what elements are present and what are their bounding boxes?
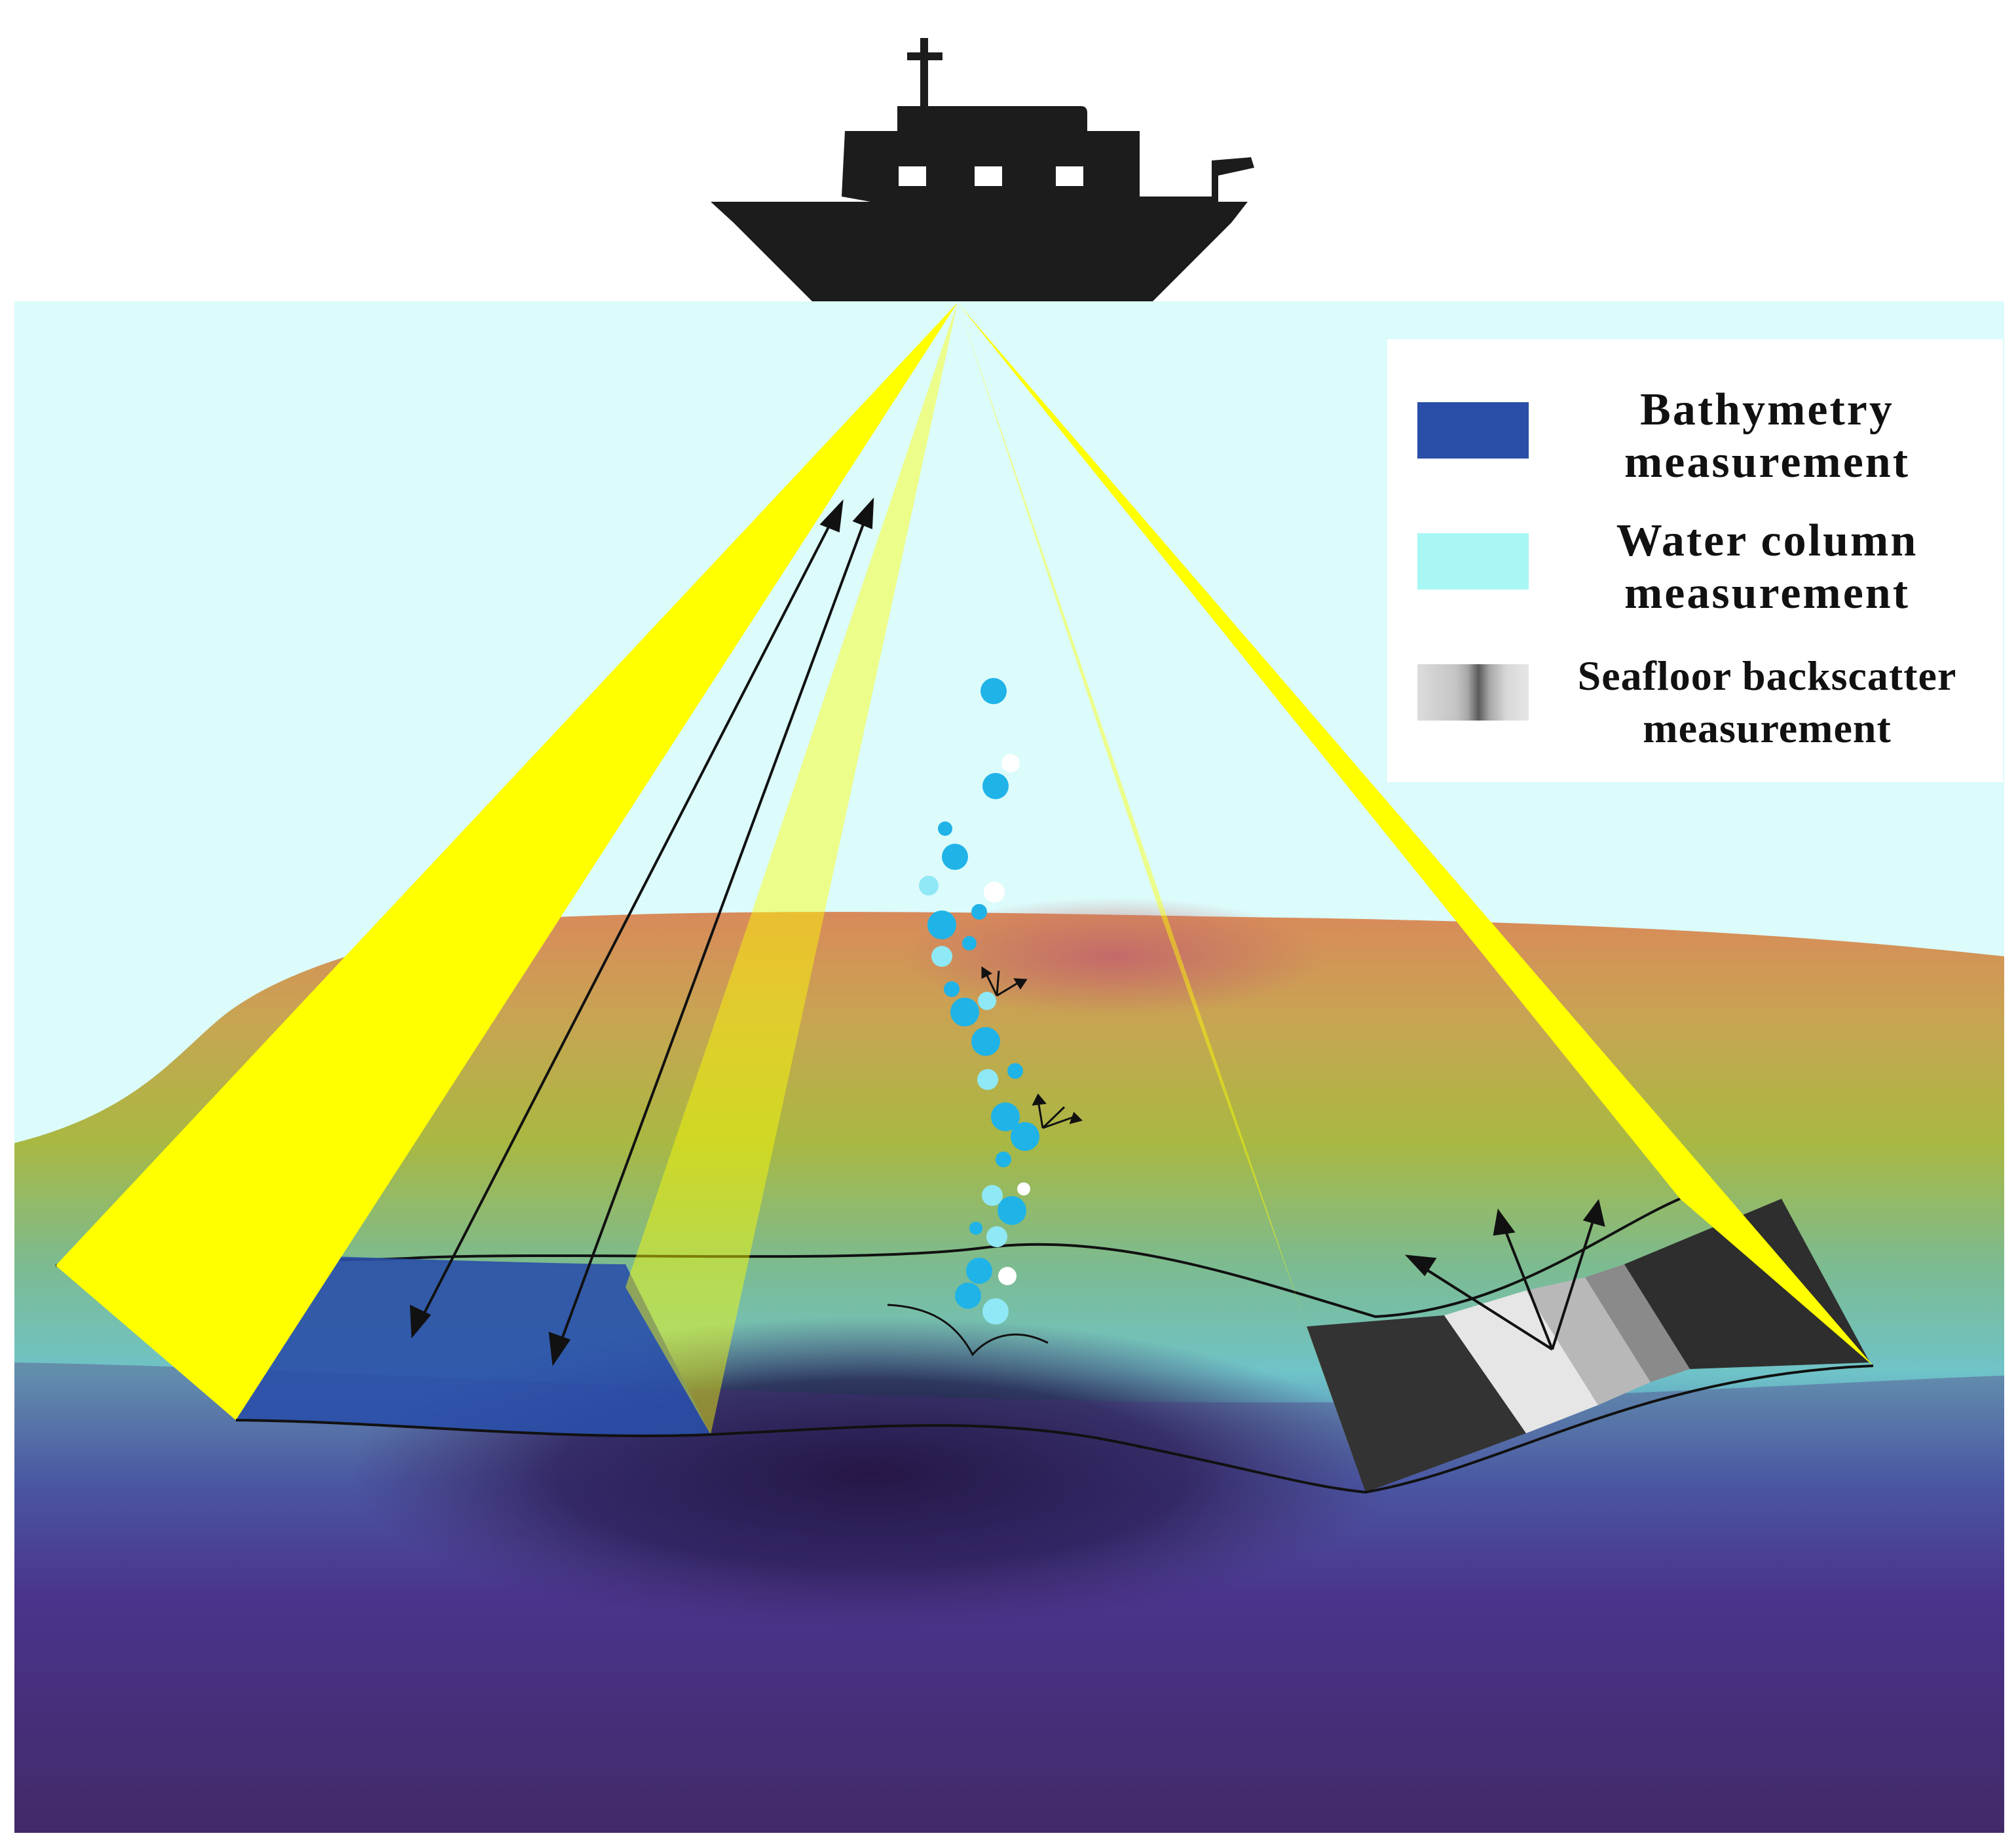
legend-label-bathymetry: Bathymetry measurement [1624, 385, 1911, 487]
water-column-swatch [1417, 533, 1529, 590]
backscatter-arrows [1404, 1199, 1605, 1351]
water-column-bubbles [919, 678, 1039, 1325]
legend: Bathymetry measurement Water column meas… [1387, 339, 2003, 782]
backscatter-patch [1307, 1199, 1870, 1492]
legend-label-backscatter: Seafloor backscatter measurement [1577, 652, 1957, 751]
bubble-scatter-arrows [981, 966, 1083, 1129]
seafloor-contour [887, 1304, 1049, 1357]
sonar-beams [56, 303, 1873, 1492]
travel-time-arrows [409, 497, 874, 1366]
bathymetry-patch [236, 1256, 711, 1437]
bubble-icon [980, 678, 1007, 704]
swath-lower-edge [235, 1364, 1874, 1494]
legend-label-water-column: Water column measurement [1616, 516, 1918, 618]
backscatter-swatch [1417, 664, 1529, 721]
bathymetry-swatch [1417, 402, 1529, 459]
ship-icon [711, 38, 1254, 301]
